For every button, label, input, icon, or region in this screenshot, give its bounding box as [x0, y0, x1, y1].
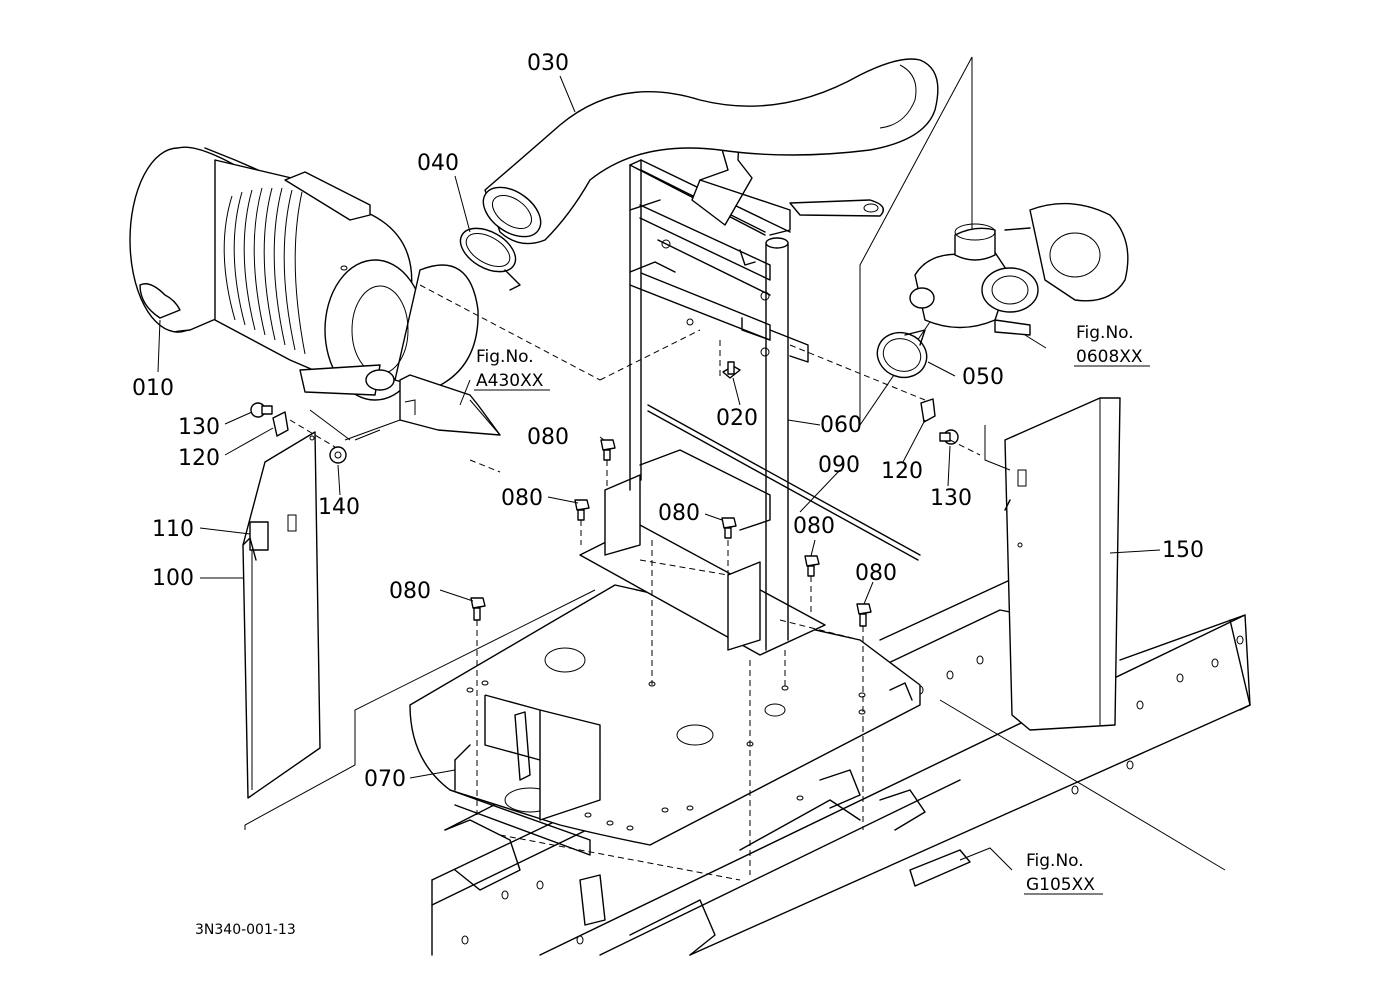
bracket-a430	[344, 374, 501, 441]
label-150: 150	[1162, 538, 1204, 563]
label-140: 140	[318, 495, 360, 520]
part-labels: 030 040 010 020 060 090 080 080 080 080 …	[132, 51, 1204, 792]
panel-150	[1004, 397, 1121, 731]
label-080-d: 080	[793, 514, 835, 539]
drawing-code: 3N340-001-13	[195, 922, 296, 938]
base-plate-070	[409, 584, 921, 856]
label-070: 070	[364, 767, 406, 792]
label-050: 050	[962, 365, 1004, 390]
bolt-020	[722, 361, 741, 379]
label-090: 090	[818, 453, 860, 478]
clip-120-right	[920, 398, 936, 423]
label-080-a: 080	[527, 425, 569, 450]
turbo-assembly	[859, 56, 1129, 427]
label-080-c: 080	[658, 501, 700, 526]
label-060: 060	[820, 413, 862, 438]
label-120-left: 120	[178, 446, 220, 471]
nut-140	[329, 446, 347, 464]
bolt-130-right	[939, 429, 959, 445]
label-130-left: 130	[178, 415, 220, 440]
label-040: 040	[417, 151, 459, 176]
label-020: 020	[716, 406, 758, 431]
frame-chassis	[431, 579, 1251, 956]
rod-090	[647, 404, 921, 561]
label-080-f: 080	[855, 561, 897, 586]
support-frame-060	[579, 119, 884, 656]
panel-100	[242, 431, 321, 799]
label-080-e: 080	[389, 579, 431, 604]
clamp-040	[459, 227, 521, 291]
clamp-050	[876, 329, 928, 379]
label-030: 030	[527, 51, 569, 76]
fig-number-a430: A430XX	[476, 371, 544, 391]
fig-label-g105: Fig.No.	[1026, 851, 1084, 871]
fig-number-0608: 0608XX	[1076, 347, 1143, 367]
fig-label-a430: Fig.No.	[476, 347, 534, 367]
label-080-b: 080	[501, 486, 543, 511]
label-130-right: 130	[930, 486, 972, 511]
leader-lines	[157, 75, 1226, 871]
bolt-130-left	[250, 402, 273, 418]
label-120-right: 120	[881, 459, 923, 484]
leader-g105	[959, 847, 1013, 871]
assembly-lines	[289, 284, 981, 881]
fig-number-g105: G105XX	[1026, 875, 1095, 895]
fig-label-0608: Fig.No.	[1076, 323, 1134, 343]
label-110: 110	[152, 517, 194, 542]
bolts-080	[470, 439, 872, 627]
clip-120-left	[272, 411, 289, 437]
label-100: 100	[152, 566, 194, 591]
air-cleaner-010	[129, 146, 479, 401]
figure-ref-a430: Fig.No. A430XX	[474, 347, 550, 391]
figure-ref-0608: Fig.No. 0608XX	[1074, 323, 1150, 367]
label-010: 010	[132, 376, 174, 401]
figure-ref-g105: Fig.No. G105XX	[1024, 851, 1103, 895]
hose-030	[482, 58, 939, 245]
